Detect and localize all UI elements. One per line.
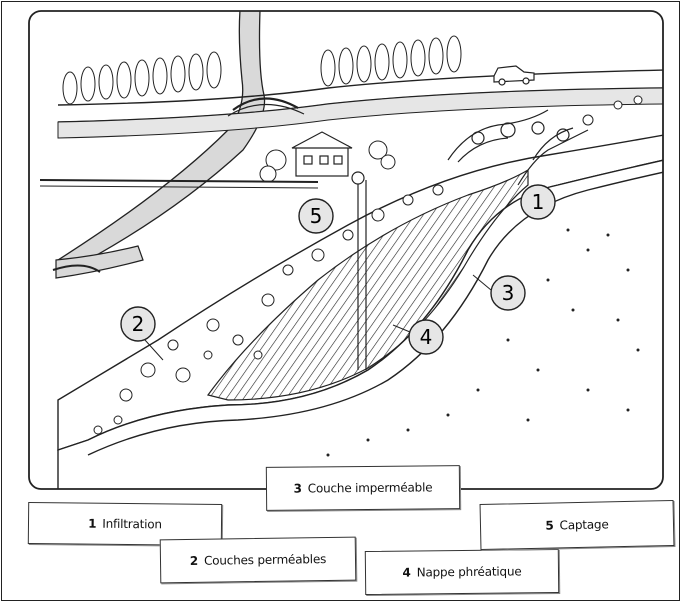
label-card-number: 5 bbox=[545, 518, 553, 532]
label-card-number: 3 bbox=[294, 482, 302, 496]
label-card-permeable[interactable]: 2 Couches perméables bbox=[160, 537, 357, 584]
label-card-text: Infiltration bbox=[102, 517, 162, 532]
marker-5-text: 5 bbox=[310, 204, 323, 228]
label-card-water-table[interactable]: 4 Nappe phréatique bbox=[365, 549, 559, 595]
label-card-text: Captage bbox=[559, 517, 608, 532]
label-card-number: 4 bbox=[402, 566, 410, 580]
label-card-text: Nappe phréatique bbox=[417, 564, 522, 579]
marker-1: 1 bbox=[521, 185, 555, 219]
marker-4-text: 4 bbox=[420, 325, 433, 349]
label-card-impermeable[interactable]: 3 Couche imperméable bbox=[266, 465, 460, 511]
marker-2-text: 2 bbox=[132, 312, 145, 336]
label-card-text: Couches perméables bbox=[204, 552, 326, 568]
marker-5: 5 bbox=[299, 199, 333, 233]
label-card-text: Couche imperméable bbox=[308, 480, 433, 495]
marker-3-text: 3 bbox=[502, 281, 515, 305]
label-card-number: 2 bbox=[190, 554, 198, 568]
groundwater-diagram: 1 2 3 4 5 bbox=[28, 10, 664, 490]
pump bbox=[352, 172, 364, 184]
marker-1-text: 1 bbox=[532, 190, 545, 214]
label-card-captage[interactable]: 5 Captage bbox=[480, 500, 675, 550]
label-card-number: 1 bbox=[88, 517, 96, 531]
